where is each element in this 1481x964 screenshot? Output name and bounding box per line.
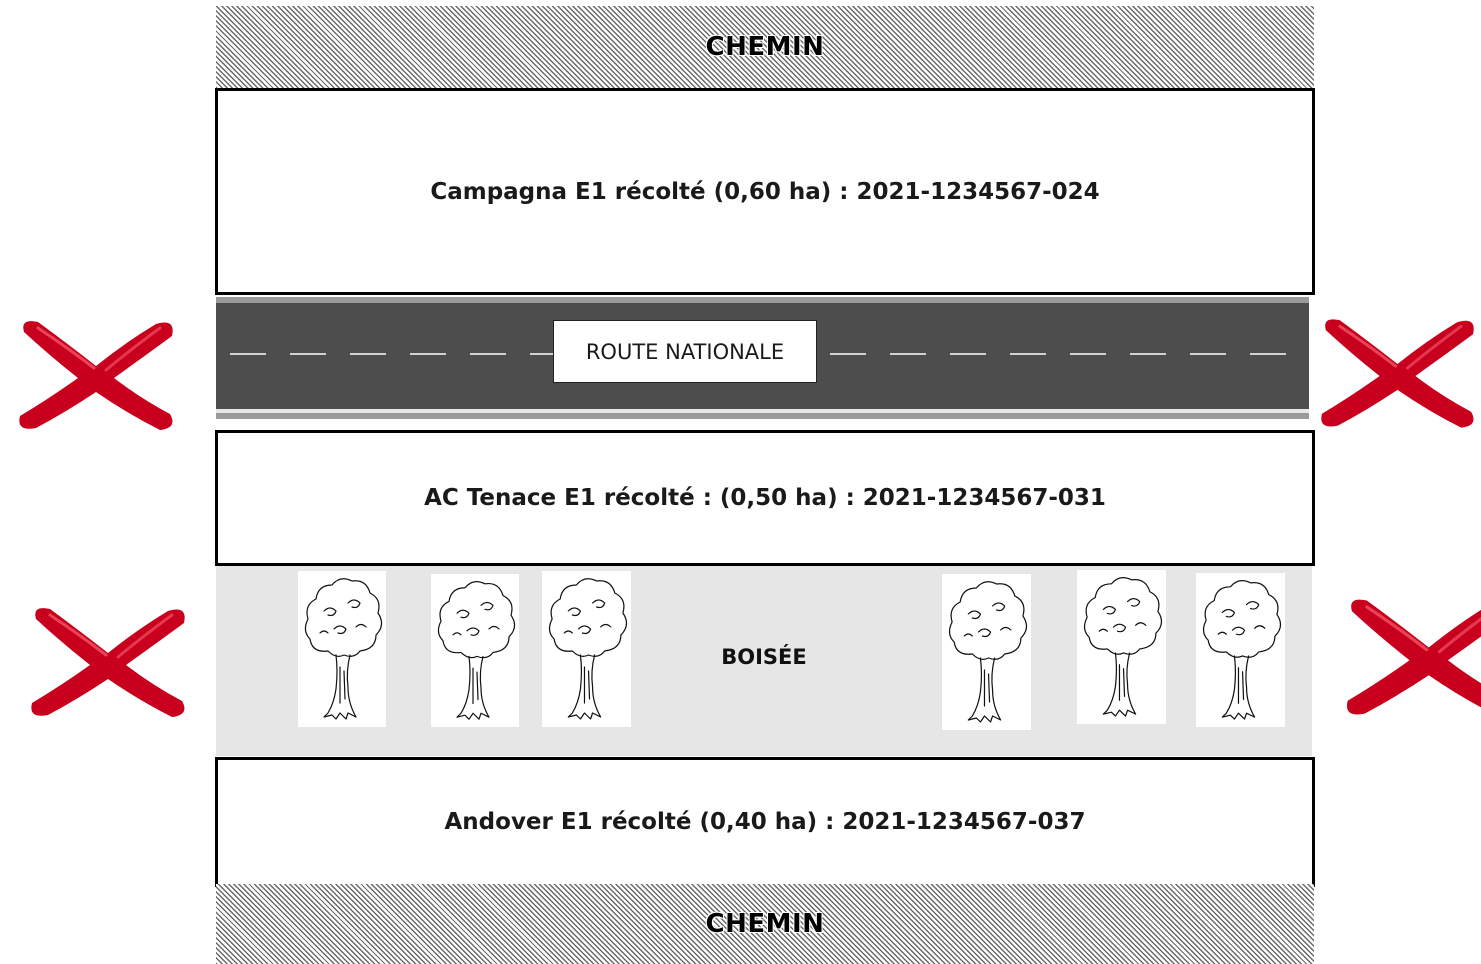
woods-label: BOISÉE [721, 645, 807, 669]
tree-icon [942, 574, 1031, 730]
field-ac-tenace: AC Tenace E1 récolté : (0,50 ha) : 2021-… [215, 430, 1315, 566]
road-name-sign: ROUTE NATIONALE [553, 320, 817, 383]
red-x-icon [1337, 592, 1481, 720]
tree-icon [1077, 570, 1166, 724]
top-path-label: CHEMIN [705, 32, 825, 62]
field-campagna: Campagna E1 récolté (0,60 ha) : 2021-123… [215, 88, 1315, 295]
field-ac-tenace-label: AC Tenace E1 récolté : (0,50 ha) : 2021-… [424, 485, 1106, 511]
bottom-path-label: CHEMIN [705, 909, 825, 939]
tree-icon [542, 571, 631, 727]
tree-icon [1196, 573, 1285, 727]
tree-icon [431, 574, 519, 727]
red-x-icon [10, 314, 180, 434]
tree-icon [298, 571, 386, 727]
field-campagna-label: Campagna E1 récolté (0,60 ha) : 2021-123… [430, 178, 1100, 205]
bottom-path: CHEMIN [216, 884, 1314, 964]
top-path: CHEMIN [216, 6, 1314, 88]
red-x-icon [22, 600, 192, 722]
red-x-icon [1312, 312, 1481, 432]
route-nationale [216, 297, 1309, 419]
road-name-label: ROUTE NATIONALE [585, 339, 785, 364]
field-andover-label: Andover E1 récolté (0,40 ha) : 2021-1234… [444, 809, 1086, 835]
field-andover: Andover E1 récolté (0,40 ha) : 2021-1234… [215, 757, 1315, 887]
